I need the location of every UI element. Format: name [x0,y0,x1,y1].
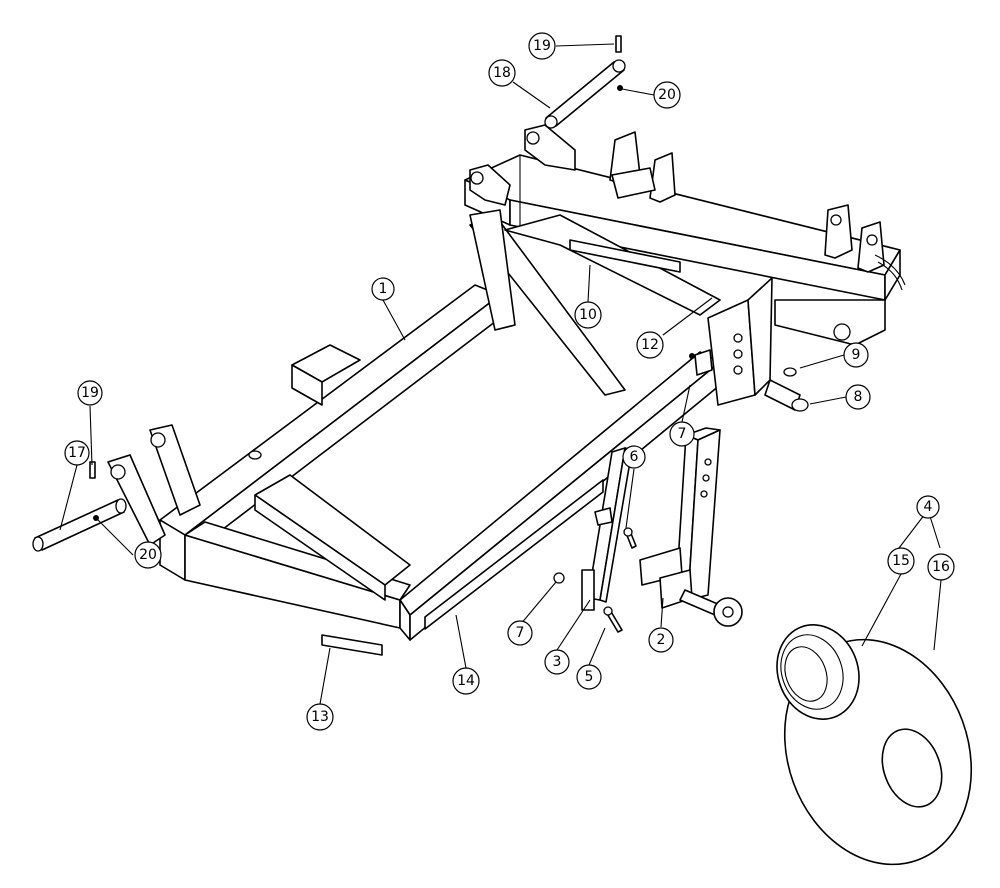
callout-17: 17 [64,440,90,466]
svg-text:2: 2 [657,632,666,648]
callout-18: 18 [488,59,516,87]
callout-20-top: 20 [653,81,681,109]
rear-cross-beam [464,124,906,346]
callout-20-left: 20 [134,541,162,569]
callout-7-upper: 7 [669,421,695,447]
callout-19-left: 19 [77,380,103,406]
svg-text:5: 5 [585,669,594,685]
svg-text:7: 7 [678,426,687,442]
callout-1: 1 [371,277,395,301]
front-hitch-plates [107,424,201,546]
svg-text:12: 12 [641,337,659,353]
svg-text:1: 1 [379,281,388,297]
decal-13 [321,634,383,656]
svg-text:6: 6 [630,449,639,465]
svg-text:10: 10 [579,307,597,323]
svg-text:8: 8 [854,389,863,405]
callout-3: 3 [544,649,570,675]
callout-4: 4 [916,495,940,519]
mount-bracket-12 [694,277,773,406]
callout-13: 13 [306,703,334,731]
clip-9 [783,367,797,377]
svg-text:7: 7 [516,625,525,641]
svg-text:20: 20 [139,547,157,563]
hitch-pin-top [544,35,626,129]
callout-2: 2 [648,627,674,653]
svg-text:18: 18 [493,65,511,81]
callout-5: 5 [576,664,602,690]
svg-text:3: 3 [553,654,562,670]
wheel-arm-2 [639,427,743,627]
callout-6: 6 [622,445,646,469]
pin-8 [764,379,809,412]
svg-text:13: 13 [311,709,329,725]
bolt-7-upper [689,353,695,359]
svg-text:20: 20 [658,87,676,103]
callout-15: 15 [887,547,915,575]
svg-text:15: 15 [892,553,910,569]
callout-12: 12 [636,331,664,359]
svg-text:17: 17 [68,445,86,461]
nut-7-lower [553,572,565,584]
callout-16: 16 [927,553,955,581]
callout-balloons: 1 2 3 4 5 6 7 7 8 9 10 12 13 14 15 16 17… [64,32,955,731]
bar-10 [569,239,681,273]
svg-text:9: 9 [852,347,861,363]
callout-8: 8 [845,384,871,410]
main-frame [159,209,721,641]
wheel-assembly [776,624,973,866]
svg-text:14: 14 [457,673,475,689]
callout-7-lower: 7 [507,620,533,646]
callout-14: 14 [452,667,480,695]
callout-9: 9 [843,342,869,368]
bolt-5 [603,606,623,633]
callout-10: 10 [574,301,602,329]
leader-lines [59,43,942,705]
svg-text:19: 19 [81,385,99,401]
decal-14 [424,479,604,630]
hitch-pin-left [32,461,127,552]
callout-19-top: 19 [528,32,556,60]
svg-text:4: 4 [924,499,933,515]
svg-text:16: 16 [932,559,950,575]
svg-text:19: 19 [533,38,551,54]
bolt-6 [623,527,637,549]
